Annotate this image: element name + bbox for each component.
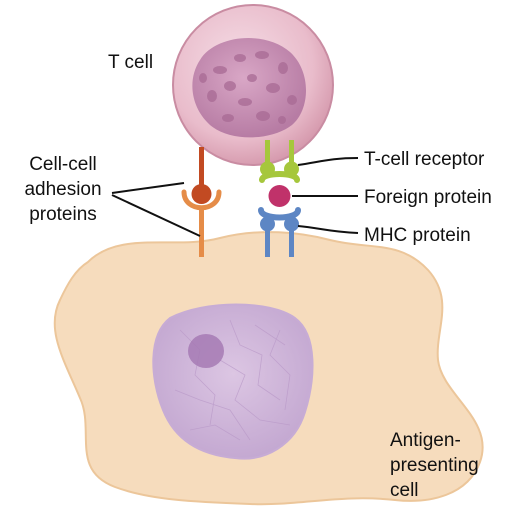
adhesion-leader-line-bottom <box>111 194 201 237</box>
adhesion-protein-apc <box>181 189 222 257</box>
t-cell-receptor <box>259 140 300 183</box>
apc-nucleolus <box>188 334 224 368</box>
t-cell-nucleus <box>192 38 306 138</box>
label-adhesion-line2: adhesion <box>24 179 101 200</box>
mhc-leader-line <box>297 225 359 234</box>
label-adhesion-line3: proteins <box>29 204 97 225</box>
label-apc-line2: presenting <box>390 455 479 476</box>
apc-nucleus <box>152 303 314 460</box>
adhesion-leader-line-top <box>111 182 185 194</box>
label-t-cell: T cell <box>108 52 153 73</box>
label-apc-line1: Antigen- <box>390 430 461 451</box>
foreign-protein <box>268 185 291 207</box>
mhc-protein <box>258 207 301 257</box>
label-t-cell-receptor: T-cell receptor <box>364 149 485 170</box>
label-foreign-protein: Foreign protein <box>364 187 492 208</box>
label-mhc-protein: MHC protein <box>364 225 471 246</box>
adhesion-protein-tcell <box>191 147 212 204</box>
t-cell <box>172 4 334 166</box>
label-adhesion-line1: Cell-cell <box>29 154 97 175</box>
label-apc-line3: cell <box>390 480 419 501</box>
tcr-leader-line <box>297 157 359 166</box>
